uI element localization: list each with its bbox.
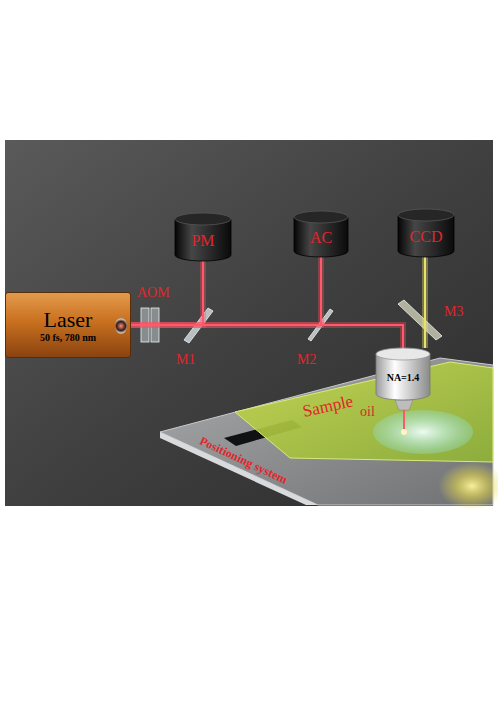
- laser-source: Laser50 fs, 780 nm: [5, 292, 131, 358]
- beam-group: [425, 257, 426, 348]
- laser-beam: [131, 257, 321, 325]
- power-meter: PM: [175, 213, 231, 261]
- label-holder: oil: [360, 402, 375, 420]
- background-panel: [5, 140, 493, 506]
- cylinder-top: [398, 209, 454, 221]
- component-label: M2: [297, 352, 316, 367]
- node-sublabel: 50 fs, 780 nm: [40, 332, 96, 344]
- laser-beam: [131, 325, 403, 348]
- objective-tip: [395, 400, 413, 410]
- objective-lens: NA=1.4: [376, 348, 430, 400]
- component-label: AOM: [137, 285, 170, 300]
- text-group: CCD: [410, 228, 443, 246]
- node-label: NA=1.4: [387, 372, 420, 384]
- laser-beam: [131, 261, 203, 325]
- label-holder: M2: [297, 350, 316, 368]
- cylinder-top: [376, 348, 430, 360]
- ccd-camera: CCD: [398, 209, 454, 257]
- cylinder-top: [175, 213, 231, 225]
- component-label: M3: [444, 304, 463, 319]
- beam-group: [131, 257, 321, 325]
- label-holder: M1: [176, 350, 195, 368]
- laser-aperture: [115, 318, 127, 334]
- beam-glow: [131, 257, 321, 325]
- transmitted-light: [438, 462, 498, 510]
- cylinder-top: [294, 211, 348, 223]
- component-label: oil: [360, 404, 375, 419]
- node-label: CCD: [410, 228, 443, 246]
- text-group: AC: [310, 229, 332, 247]
- text-group: Laser50 fs, 780 nm: [40, 307, 96, 344]
- beam-glow: [131, 325, 403, 348]
- beam-group: [131, 261, 203, 325]
- cylinder-body: [376, 354, 430, 400]
- focused-beam: [403, 410, 405, 430]
- beam-group: [131, 325, 403, 348]
- stage-slot: [224, 420, 302, 446]
- oil-drop: [373, 410, 473, 454]
- label-holder: M3: [444, 302, 463, 320]
- autocorrelator: AC: [294, 211, 348, 257]
- text-group: PM: [191, 232, 214, 250]
- beam-glow: [422, 257, 428, 348]
- node-label: Laser: [40, 307, 96, 332]
- focal-spot: [401, 429, 407, 435]
- node-label: PM: [191, 232, 214, 250]
- label-holder: AOM: [137, 283, 170, 301]
- laser-beam: [424, 257, 426, 348]
- component-label: M1: [176, 352, 195, 367]
- node-label: AC: [310, 229, 332, 247]
- text-group: NA=1.4: [387, 372, 420, 384]
- beam-glow: [131, 261, 203, 325]
